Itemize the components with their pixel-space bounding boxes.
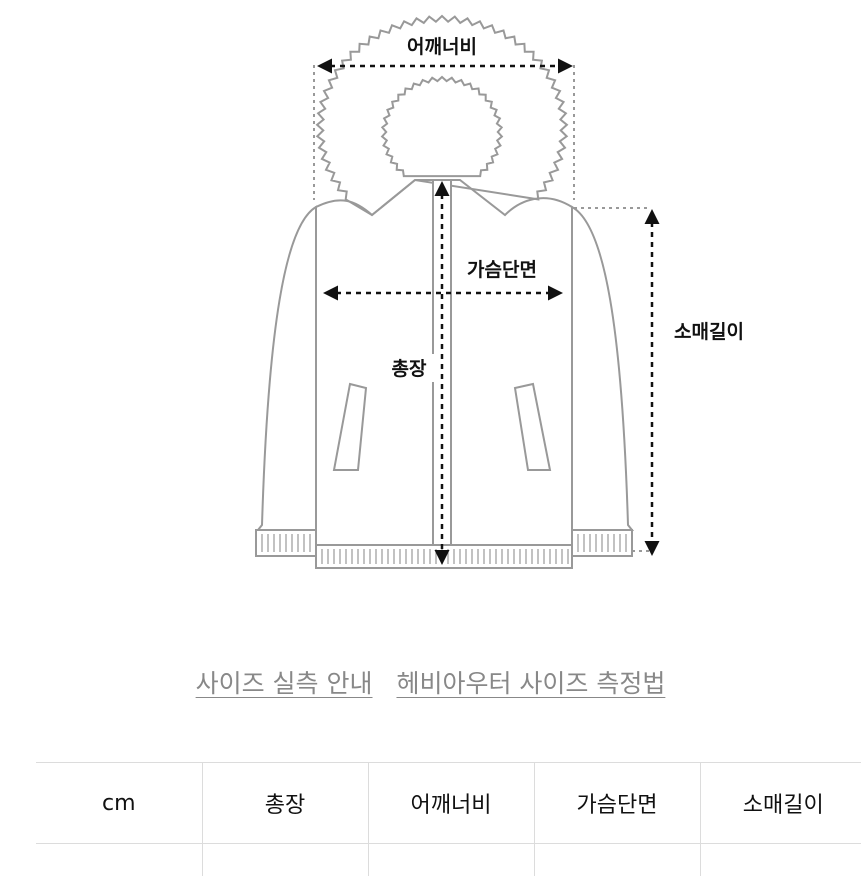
hem-band: [316, 545, 572, 568]
header-length: 총장: [202, 763, 368, 844]
chest-label: 가슴단면: [467, 259, 537, 281]
header-unit: cm: [36, 763, 202, 844]
left-pocket: [334, 384, 366, 470]
size-guide-links: 사이즈 실측 안내 헤비아우터 사이즈 측정법: [0, 664, 861, 700]
heavy-outer-guide-link[interactable]: 헤비아우터 사이즈 측정법: [396, 669, 665, 698]
sleeve-label: 소매길이: [674, 321, 744, 343]
header-sleeve: 소매길이: [700, 763, 861, 844]
left-sleeve: [258, 207, 316, 530]
size-table: cm 총장 어깨너비 가슴단면 소매길이: [36, 762, 861, 876]
size-guide-link[interactable]: 사이즈 실측 안내: [196, 669, 373, 698]
table-row: [36, 844, 861, 876]
table-header-row: cm 총장 어깨너비 가슴단면 소매길이: [36, 763, 861, 844]
length-label: 총장: [392, 358, 427, 380]
header-shoulder: 어깨너비: [368, 763, 534, 844]
right-pocket: [515, 384, 550, 470]
shoulder-label: 어깨너비: [407, 36, 477, 58]
header-chest: 가슴단면: [534, 763, 700, 844]
size-measurement-diagram: 어깨너비 가슴단면 총장 소매길이: [0, 0, 861, 600]
right-sleeve: [572, 207, 632, 530]
